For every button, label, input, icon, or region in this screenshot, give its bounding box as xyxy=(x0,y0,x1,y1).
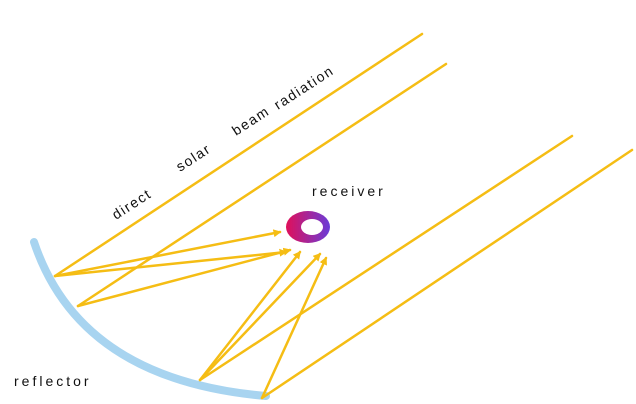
receiver-label: receiver xyxy=(312,183,386,199)
incoming-ray-3 xyxy=(198,134,574,382)
reflected-ray-2 xyxy=(53,248,288,278)
reflector-mirror xyxy=(30,238,270,400)
reflected-ray-3 xyxy=(76,247,292,308)
incoming-rays xyxy=(53,32,634,400)
reflected-ray-6 xyxy=(260,256,328,400)
beam-label-word-3: beam xyxy=(229,103,272,139)
receiver xyxy=(286,211,330,243)
beam-label-word-1: direct xyxy=(109,185,154,222)
receiver-ring-inner xyxy=(301,219,323,235)
beam-label: direct solar beam radiation xyxy=(109,62,337,223)
reflected-rays xyxy=(53,229,328,400)
incoming-ray-4 xyxy=(260,148,634,400)
beam-label-word-2: solar xyxy=(173,140,214,174)
incoming-ray-1 xyxy=(53,32,424,278)
reflected-ray-1 xyxy=(53,229,282,278)
incoming-ray-2 xyxy=(76,62,448,308)
beam-label-word-4: radiation xyxy=(271,62,337,113)
reflector-label: reflector xyxy=(14,373,92,389)
reflected-ray-5 xyxy=(198,252,322,382)
reflected-ray-4 xyxy=(198,250,302,382)
